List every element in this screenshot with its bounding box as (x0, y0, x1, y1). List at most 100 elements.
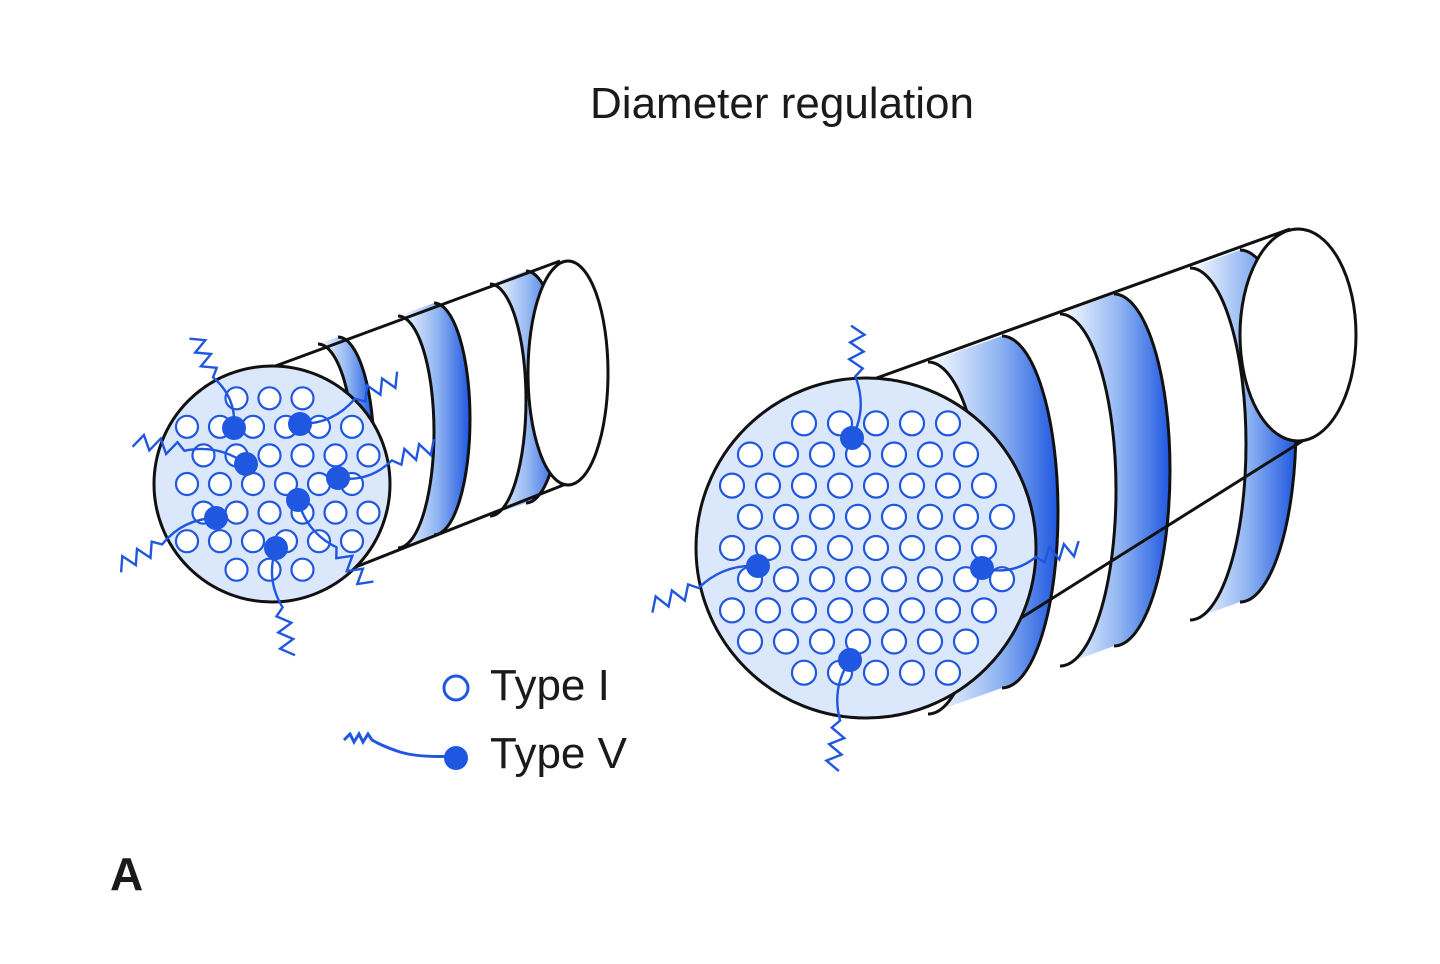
type-v-molecule (234, 452, 258, 476)
type-i-molecule (356, 500, 381, 525)
type-i-molecule (934, 534, 962, 562)
type-i-molecule (356, 443, 381, 468)
type-i-molecule (323, 500, 348, 525)
legend-item-type-v: Type V (342, 729, 628, 778)
type-i-molecule (306, 529, 332, 554)
type-i-molecule (898, 410, 926, 437)
type-i-marker-icon (442, 674, 470, 702)
type-i-molecule (754, 597, 782, 624)
type-v-tail (981, 540, 1080, 572)
type-i-molecule (174, 414, 200, 439)
type-i-molecule (826, 597, 854, 624)
type-v-tail (846, 324, 867, 439)
legend-item-type-i: Type I (442, 661, 610, 710)
type-i-molecule (224, 557, 249, 582)
type-v-tail (299, 371, 399, 426)
type-i-molecule (290, 557, 315, 582)
diagram-title: Diameter regulation (590, 79, 974, 128)
type-i-molecule (273, 471, 299, 497)
type-i-molecule (290, 443, 315, 468)
type-i-molecule (240, 529, 266, 554)
type-v-tail (296, 499, 374, 586)
type-i-molecule (790, 659, 818, 686)
type-i-molecule (862, 534, 890, 562)
type-i-molecule (790, 534, 818, 562)
large-fibril-type-v-molecules (651, 324, 1080, 773)
type-i-molecule (808, 503, 836, 530)
type-i-molecule (862, 659, 890, 686)
type-i-molecule (323, 443, 348, 468)
type-i-molecule (174, 471, 200, 497)
type-i-molecule (916, 503, 944, 530)
type-i-molecule (934, 659, 962, 686)
type-i-molecule (844, 566, 872, 593)
type-i-molecule (988, 566, 1016, 593)
small-diameter-fibril (119, 259, 610, 657)
type-i-molecule (970, 472, 998, 499)
type-i-molecule (808, 441, 836, 468)
type-i-molecule (790, 472, 818, 499)
type-i-molecule (718, 534, 746, 562)
type-v-tail (189, 337, 236, 429)
type-i-molecule (808, 628, 836, 655)
type-i-molecule (952, 503, 980, 530)
type-i-molecule (934, 410, 962, 437)
type-v-molecule (288, 412, 312, 436)
type-v-tail (824, 659, 851, 773)
type-i-molecule (898, 659, 926, 686)
type-i-molecule (880, 566, 908, 593)
type-v-molecule (286, 488, 310, 512)
type-v-molecule (204, 506, 228, 530)
type-i-molecule (790, 410, 818, 437)
type-i-molecule (862, 472, 890, 499)
type-i-molecule (808, 566, 836, 593)
legend: Type I Type V (342, 661, 628, 778)
type-i-molecule (916, 441, 944, 468)
type-i-molecule (339, 529, 365, 554)
type-i-molecule (862, 410, 890, 437)
type-i-molecule (916, 628, 944, 655)
legend-type-i-label: Type I (490, 661, 610, 710)
type-i-molecule (736, 628, 764, 655)
type-i-molecule (754, 472, 782, 499)
type-i-molecule (718, 597, 746, 624)
type-v-molecule (326, 466, 350, 490)
type-i-molecule (257, 500, 282, 525)
type-i-molecule (934, 472, 962, 499)
type-v-tail (270, 547, 296, 657)
type-v-tail-icon (342, 730, 457, 758)
type-i-molecule (772, 503, 800, 530)
type-v-molecule (840, 426, 864, 450)
type-v-molecule (264, 536, 288, 560)
type-i-molecule (207, 471, 233, 497)
large-diameter-fibril (651, 227, 1358, 773)
type-v-molecule (746, 554, 770, 578)
type-i-molecule (224, 500, 249, 525)
type-i-molecule (862, 597, 890, 624)
type-i-molecule (880, 628, 908, 655)
type-v-tail (337, 439, 435, 480)
type-i-molecule (880, 503, 908, 530)
type-i-molecule (207, 529, 233, 554)
type-v-marker-icon (444, 746, 468, 770)
type-i-molecule (339, 414, 365, 439)
type-i-molecule (191, 443, 216, 468)
type-i-molecule (257, 443, 282, 468)
type-i-molecule (790, 597, 818, 624)
type-i-molecule (257, 557, 282, 582)
type-i-molecule (826, 472, 854, 499)
type-i-molecule (898, 597, 926, 624)
type-i-molecule (844, 503, 872, 530)
type-v-molecule (970, 556, 994, 580)
type-v-tail (131, 432, 247, 465)
type-i-molecule (290, 386, 315, 411)
large-fibril-type-i-molecules (718, 410, 1016, 686)
type-v-tail (651, 564, 759, 613)
type-i-molecule (257, 386, 282, 411)
type-i-molecule (240, 471, 266, 497)
small-fibril-type-v-molecules (119, 337, 435, 657)
type-i-molecule (736, 503, 764, 530)
type-v-molecule (222, 416, 246, 440)
type-i-molecule (916, 566, 944, 593)
